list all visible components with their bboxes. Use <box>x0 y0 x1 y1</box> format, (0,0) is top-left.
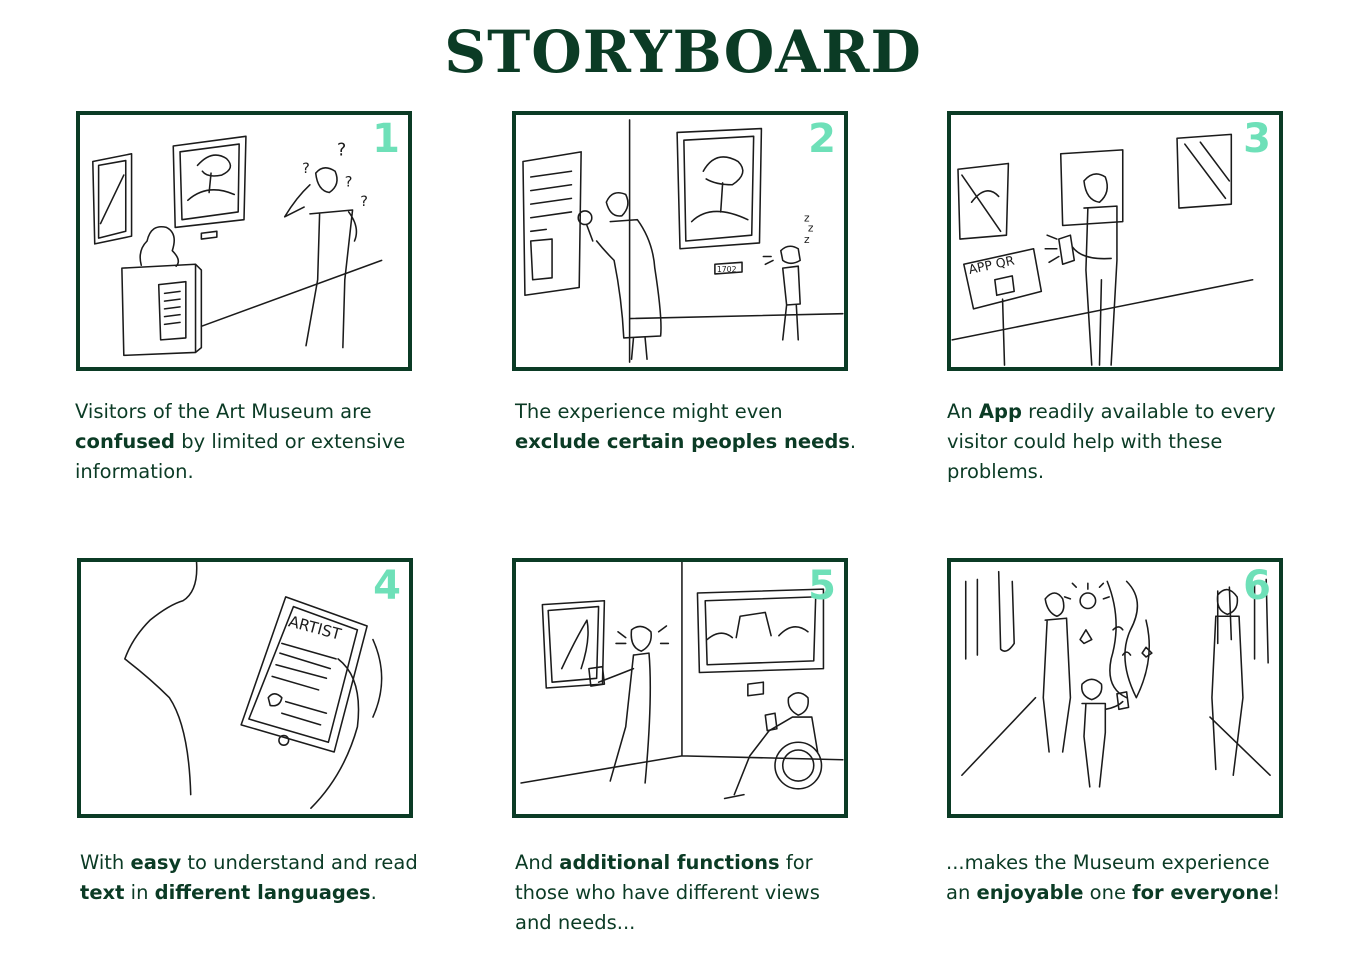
panel-number: 5 <box>808 563 836 609</box>
storyboard-panel-1: ? ? ? ? 1 <box>76 111 412 371</box>
caption-text: ...makes the Museum experience an <box>946 851 1270 904</box>
panel-caption-4: With easy to understand and read text in… <box>80 848 425 908</box>
caption-text: by limited or extensive information. <box>75 430 406 483</box>
caption-emphasis: enjoyable <box>976 881 1084 904</box>
caption-emphasis: easy <box>130 851 182 874</box>
caption-text: ! <box>1272 881 1281 904</box>
caption-text: in <box>124 881 155 904</box>
caption-emphasis: confused <box>75 430 175 453</box>
sketch-app-sign: APP QR <box>951 133 1254 366</box>
sketch-excluded-visitors: 1702 z z z <box>522 119 844 363</box>
year-label: 1702 <box>717 265 737 274</box>
sketch-accessibility <box>520 562 844 800</box>
storyboard-panel-6: 6 <box>947 558 1283 818</box>
panel-caption-6: ...makes the Museum experience an enjoya… <box>946 848 1296 908</box>
app-sign-label: APP QR <box>967 253 1016 277</box>
storyboard-panel-4: ARTIST 4 <box>77 558 413 818</box>
caption-emphasis: exclude certain peoples needs <box>515 430 850 453</box>
panel-caption-5: And additional functions for those who h… <box>515 848 860 938</box>
panel-number: 2 <box>808 116 836 162</box>
svg-text:z: z <box>804 212 810 225</box>
caption-text: . <box>370 881 377 904</box>
panel-caption-1: Visitors of the Art Museum are confused … <box>75 397 420 487</box>
caption-emphasis: additional functions <box>559 851 780 874</box>
svg-text:?: ? <box>345 175 353 191</box>
storyboard-panel-2: 1702 z z z 2 <box>512 111 848 371</box>
caption-emphasis: text <box>80 881 125 904</box>
svg-text:?: ? <box>302 161 310 177</box>
caption-text: Visitors of the Art Museum are <box>75 400 372 423</box>
panel-number: 3 <box>1243 116 1271 162</box>
storyboard-panel-5: 5 <box>512 558 848 818</box>
caption-text: for those who have different views and n… <box>515 851 820 934</box>
caption-emphasis: for everyone <box>1132 881 1273 904</box>
sketch-confused-visitor: ? ? ? ? <box>92 135 383 357</box>
storyboard-panel-3: APP QR 3 <box>947 111 1283 371</box>
panel-number: 1 <box>372 116 400 162</box>
sketch-phone-reading: ARTIST <box>124 562 383 809</box>
svg-text:z: z <box>804 233 810 246</box>
caption-emphasis: different languages <box>154 881 371 904</box>
panel-number: 4 <box>373 563 401 609</box>
caption-text: one <box>1083 881 1133 904</box>
svg-text:?: ? <box>337 141 346 161</box>
caption-text: readily available to every visitor could… <box>947 400 1276 483</box>
caption-text: to understand and read <box>181 851 418 874</box>
artist-label: ARTIST <box>287 612 344 643</box>
caption-text: An <box>947 400 979 423</box>
caption-emphasis: App <box>978 400 1022 423</box>
caption-text: And <box>515 851 560 874</box>
svg-text:z: z <box>808 221 814 234</box>
panel-caption-3: An App readily available to every visito… <box>947 397 1297 487</box>
caption-text: The experience might even <box>515 400 783 423</box>
caption-text: With <box>80 851 131 874</box>
caption-text: . <box>849 430 857 453</box>
sketch-enjoyable-visit <box>961 570 1271 788</box>
panel-caption-2: The experience might even exclude certai… <box>515 397 860 457</box>
svg-text:?: ? <box>360 194 368 210</box>
page-title: STORYBOARD <box>444 18 922 86</box>
panel-number: 6 <box>1243 563 1271 609</box>
